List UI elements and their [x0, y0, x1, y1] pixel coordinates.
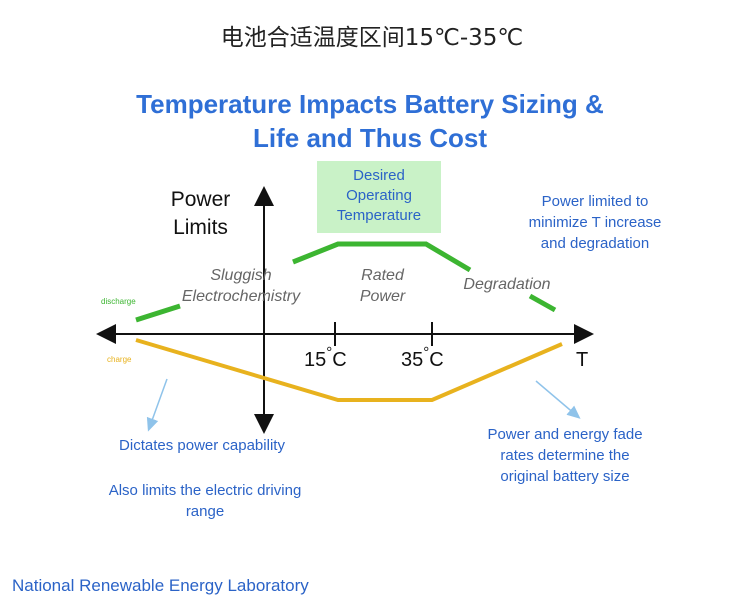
tick-35-value: 35	[401, 349, 424, 371]
diagram-title-line2: Life and Thus Cost	[253, 123, 487, 153]
pointer-arrow-right	[535, 380, 581, 419]
power-limits-label: Power Limits	[158, 186, 243, 242]
power-limited-line1: Power limited to	[541, 193, 649, 210]
pointer-arrow-left	[146, 378, 168, 432]
sluggish-label: Sluggish Electrochemistry	[166, 265, 316, 307]
rated-power-label: Rated Power	[345, 265, 420, 307]
tick-15-degree: °	[326, 344, 333, 361]
sluggish-line2: Electrochemistry	[181, 288, 301, 305]
power-limited-line3: and degradation	[540, 235, 650, 252]
desired-line3: Temperature	[336, 207, 422, 224]
fade-line3: original battery size	[500, 468, 630, 485]
driving-range-note: Also limits the electric driving range	[80, 480, 330, 522]
desired-line2: Operating	[346, 187, 412, 204]
tick-35-unit: C	[429, 349, 444, 371]
charge-curve	[135, 338, 563, 402]
fade-line1: Power and energy fade	[487, 426, 643, 443]
discharge-label: discharge	[101, 297, 136, 306]
power-limited-note: Power limited to minimize T increase and…	[500, 191, 690, 254]
tick-15-unit: C	[332, 349, 347, 371]
rated-line1: Rated	[361, 267, 404, 284]
desired-line1: Desired	[353, 167, 405, 184]
footer-source: National Renewable Energy Laboratory	[12, 576, 309, 595]
sluggish-line1: Sluggish	[210, 267, 272, 284]
dictates-line1: Dictates power capability	[119, 437, 285, 454]
power-limits-line2: Limits	[173, 216, 228, 239]
driving-range-line1: Also limits the electric driving	[108, 482, 302, 499]
tick-label-35c: 35°C	[401, 344, 444, 372]
page-caption: 电池合适温度区间15℃-35℃	[220, 25, 524, 51]
tick-15-value: 15	[304, 349, 327, 371]
discharge-curve	[135, 303, 181, 323]
degradation-label: Degradation	[463, 276, 551, 293]
diagram-title-line1: Temperature Impacts Battery Sizing &	[136, 89, 604, 119]
discharge-curve-main	[292, 241, 472, 273]
power-limits-line1: Power	[170, 188, 231, 211]
dictates-note: Dictates power capability	[92, 435, 312, 456]
desired-temperature-label: Desired Operating Temperature	[317, 166, 441, 226]
fade-line2: rates determine the	[500, 447, 630, 464]
tick-label-15c: 15°C	[304, 344, 347, 372]
t-axis-label: T	[576, 349, 589, 371]
discharge-curve-tail	[528, 293, 557, 313]
rated-line2: Power	[359, 288, 406, 305]
desired-temperature-box	[317, 161, 441, 233]
tick-35-degree: °	[423, 344, 430, 361]
charge-label: charge	[107, 355, 132, 364]
power-limited-line2: minimize T increase	[528, 214, 662, 231]
driving-range-line2: range	[185, 503, 225, 520]
fade-rates-note: Power and energy fade rates determine th…	[465, 424, 665, 487]
